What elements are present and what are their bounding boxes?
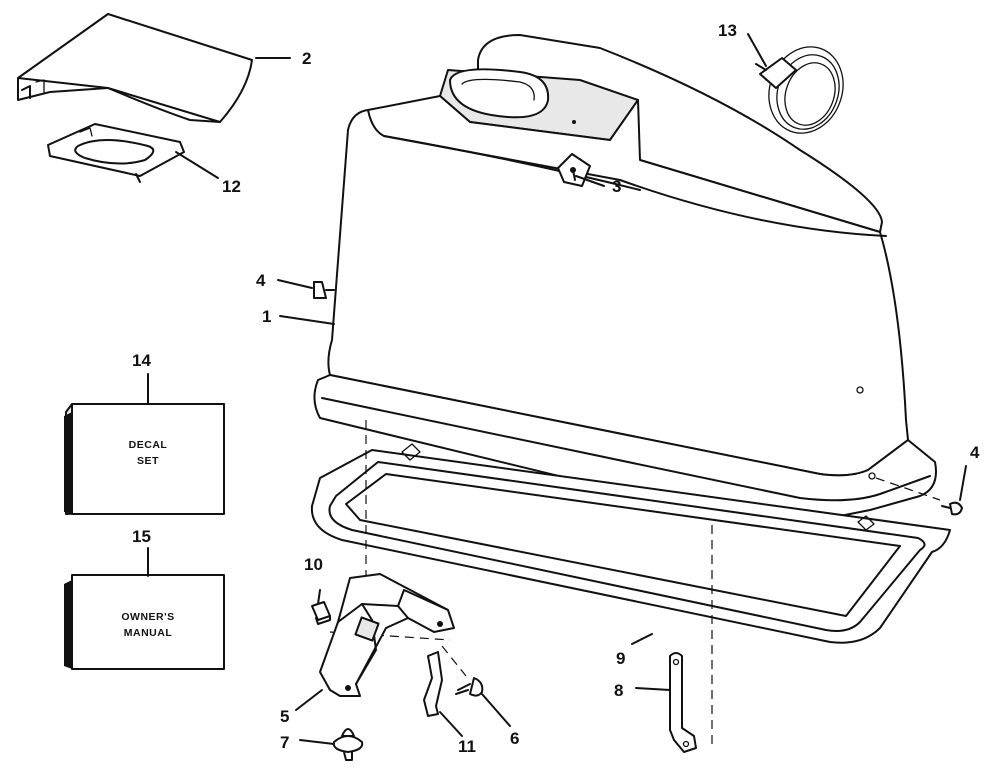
callout-numbers: 1 2 3 4 4 5 6 7 8 9 10 11 12 13 14 15 (132, 21, 980, 756)
callout-5: 5 (280, 707, 289, 726)
manual-text-line2: MANUAL (124, 627, 173, 639)
part-4-screw-left (313, 281, 335, 299)
callout-8: 8 (614, 681, 623, 700)
callout-7: 7 (280, 733, 289, 752)
decal-text-line2: SET (137, 455, 159, 467)
part-11-clip (423, 651, 443, 717)
part-12-seal (47, 123, 185, 183)
callout-1: 1 (262, 307, 271, 326)
part-14-decal-set-box: DECAL SET (64, 403, 225, 515)
part-6-screw (455, 677, 484, 697)
callout-13: 13 (718, 21, 737, 40)
part-9-seal-ring (310, 443, 951, 644)
leader-lines (147, 33, 967, 745)
manual-text-line1: OWNER'S (121, 611, 174, 623)
part-5-bracket (319, 573, 455, 697)
part-7-grommet (332, 728, 364, 761)
callout-10: 10 (304, 555, 323, 574)
part-1-motor-cover (313, 34, 937, 525)
callout-2: 2 (302, 49, 311, 68)
part-2-cover-top (17, 13, 253, 123)
decal-text-line1: DECAL (129, 439, 168, 451)
callout-12: 12 (222, 177, 241, 196)
part-10-nut (311, 601, 331, 625)
part-4-screw-right (941, 501, 963, 516)
callout-9: 9 (616, 649, 625, 668)
callout-6: 6 (510, 729, 519, 748)
callout-4-right: 4 (970, 443, 980, 462)
part-15-owners-manual-box: OWNER'S MANUAL (64, 574, 225, 670)
part-13-cable-switch (755, 46, 844, 134)
part-8-strap (669, 652, 697, 753)
callout-11: 11 (458, 737, 476, 756)
callout-15: 15 (132, 527, 151, 546)
callout-4-left: 4 (256, 271, 266, 290)
callout-3: 3 (612, 177, 621, 196)
callout-14: 14 (132, 351, 151, 370)
